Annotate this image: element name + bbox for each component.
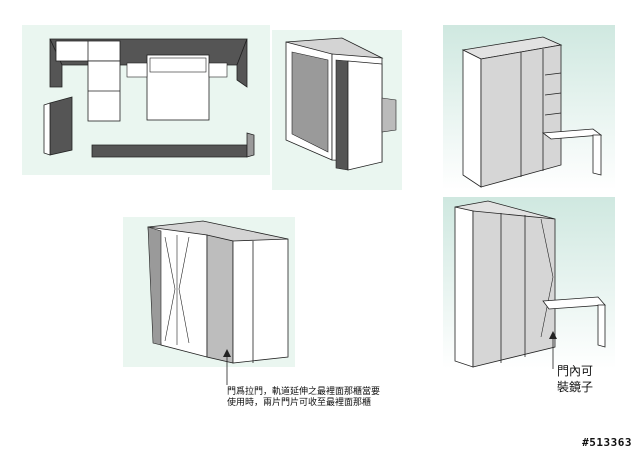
l-wardrobe-sliding-door-drawing	[123, 217, 295, 385]
mirror-note-line1: 門內可	[557, 364, 594, 378]
sliding-door-note-line2: 使用時，兩片門片可收至最裡面那櫃	[227, 398, 372, 409]
corner-wardrobe-open-drawing	[272, 30, 402, 190]
mirror-note-line2: 裝鏡子	[557, 379, 594, 394]
sliding-door-note: 門爲拉門，軌道延伸之最裡面那櫃當要 使用時，兩片門片可收至最裡面那櫃	[227, 387, 380, 410]
room-plan-drawing	[22, 25, 270, 175]
wardrobe-shelves-desk-drawing	[443, 25, 615, 190]
wardrobe-shelves-desk-panel	[443, 25, 615, 190]
room-plan-panel	[22, 25, 270, 195]
watermark-id: #513363	[582, 436, 632, 449]
wardrobe-mirror-door-drawing	[443, 197, 615, 369]
wardrobe-mirror-door-panel	[443, 197, 615, 369]
corner-wardrobe-open-panel	[272, 30, 402, 190]
sliding-door-note-line1: 門爲拉門，軌道延伸之最裡面那櫃當要	[227, 387, 381, 397]
l-wardrobe-sliding-door-panel	[123, 217, 295, 385]
mirror-note: 門內可 裝鏡子	[557, 364, 593, 395]
